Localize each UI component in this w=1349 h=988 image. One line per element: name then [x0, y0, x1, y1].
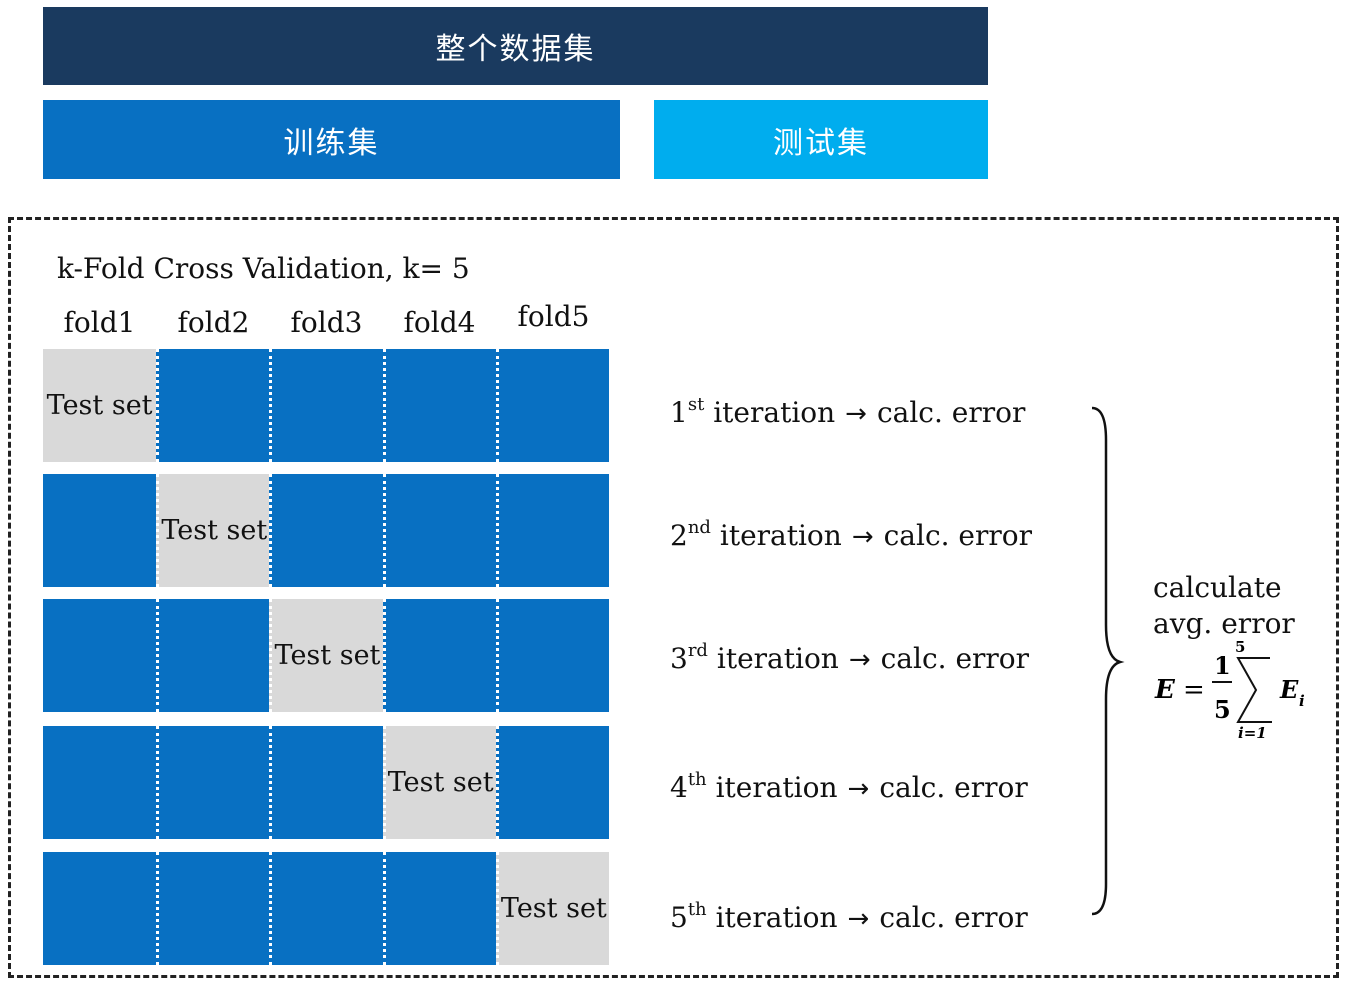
fold-row: Test set	[43, 474, 609, 587]
train-fold-cell	[43, 852, 157, 965]
curly-brace-icon	[1091, 406, 1125, 916]
test-set-label: 测试集	[773, 125, 869, 161]
train-fold-cell	[156, 599, 270, 712]
arrow-right-icon: →	[847, 774, 870, 804]
iteration-number: 4	[670, 771, 688, 804]
test-fold-cell: Test set	[495, 852, 609, 965]
iteration-text: iteration	[715, 901, 838, 934]
train-fold-cell	[495, 599, 609, 712]
arrow-right-icon: →	[848, 645, 871, 675]
iteration-text: iteration	[713, 396, 836, 429]
iteration-number: 3	[670, 642, 688, 675]
train-fold-cell	[43, 599, 157, 712]
test-fold-cell: Test set	[43, 349, 157, 462]
fold-row: Test set	[43, 349, 609, 462]
fold-row: Test set	[43, 599, 609, 712]
iteration-row: 5th iteration → calc. error	[670, 899, 1028, 935]
test-set-bar: 测试集	[654, 100, 988, 179]
fold-row: Test set	[43, 852, 609, 965]
train-fold-cell	[382, 852, 496, 965]
sigma-icon	[1236, 657, 1272, 723]
arrow-right-icon: →	[847, 904, 870, 934]
sum-upper-limit: 5	[1235, 638, 1245, 656]
iteration-suffix: nd	[687, 517, 711, 538]
test-fold-cell: Test set	[156, 474, 270, 587]
iteration-suffix: rd	[687, 640, 708, 661]
train-fold-cell	[156, 726, 270, 839]
fold-label-4: fold4	[403, 306, 476, 339]
iteration-suffix: th	[687, 769, 707, 790]
arrow-right-icon: →	[845, 399, 867, 429]
train-fold-cell	[156, 852, 270, 965]
formula-term: E	[1279, 675, 1299, 704]
full-dataset-label: 整个数据集	[435, 32, 596, 67]
sum-lower-limit: i=1	[1238, 724, 1267, 742]
iteration-result: calc. error	[879, 901, 1028, 934]
train-fold-cell	[382, 599, 496, 712]
full-dataset-bar: 整个数据集	[43, 7, 988, 85]
iteration-text: iteration	[719, 519, 842, 552]
iteration-number: 1	[670, 396, 688, 429]
train-fold-cell	[43, 726, 157, 839]
iteration-row: 4th iteration → calc. error	[670, 769, 1028, 805]
fold-label-1: fold1	[63, 306, 136, 339]
test-fold-cell: Test set	[382, 726, 496, 839]
iteration-result: calc. error	[880, 642, 1030, 675]
train-fold-cell	[43, 474, 157, 587]
iteration-row: 1st iteration → calc. error	[670, 394, 1026, 430]
iteration-number: 5	[670, 901, 688, 934]
iteration-number: 2	[670, 519, 688, 552]
train-fold-cell	[269, 349, 383, 462]
train-fold-cell	[269, 726, 383, 839]
train-set-bar: 训练集	[43, 100, 620, 179]
formula-denominator: 5	[1214, 695, 1231, 724]
average-error-formula: E = 1 5 5 i=1 E i	[1154, 638, 1305, 742]
fold-label-3: fold3	[290, 306, 363, 339]
iteration-text: iteration	[716, 642, 839, 675]
iteration-result: calc. error	[883, 519, 1033, 552]
arrow-right-icon: →	[851, 522, 874, 552]
train-fold-cell	[156, 349, 270, 462]
test-fold-cell: Test set	[269, 599, 383, 712]
avg-error-label: calculate avg. error	[1153, 570, 1295, 642]
iteration-suffix: st	[687, 394, 705, 415]
iteration-text: iteration	[715, 771, 838, 804]
train-set-label: 训练集	[283, 125, 380, 161]
train-fold-cell	[269, 852, 383, 965]
cross-validation-frame	[8, 217, 1339, 978]
train-fold-cell	[382, 474, 496, 587]
formula-equals: =	[1183, 675, 1205, 705]
iteration-row: 2nd iteration → calc. error	[670, 517, 1033, 553]
train-fold-cell	[269, 474, 383, 587]
fold-label-5: fold5	[517, 300, 590, 333]
fold-row: Test set	[43, 726, 609, 839]
iteration-result: calc. error	[876, 396, 1026, 429]
fold-label-2: fold2	[177, 306, 250, 339]
avg-error-line2: avg. error	[1153, 607, 1295, 640]
cv-title: k-Fold Cross Validation, k= 5	[57, 252, 470, 285]
iteration-row: 3rd iteration → calc. error	[670, 640, 1030, 676]
avg-error-line1: calculate	[1153, 571, 1282, 604]
train-fold-cell	[382, 349, 496, 462]
iteration-suffix: th	[687, 899, 707, 920]
train-fold-cell	[495, 474, 609, 587]
train-fold-cell	[495, 726, 609, 839]
formula-term-subscript: i	[1299, 692, 1305, 710]
formula-lhs: E	[1154, 675, 1176, 705]
train-fold-cell	[495, 349, 609, 462]
iteration-result: calc. error	[879, 771, 1028, 804]
formula-numerator: 1	[1214, 651, 1231, 680]
